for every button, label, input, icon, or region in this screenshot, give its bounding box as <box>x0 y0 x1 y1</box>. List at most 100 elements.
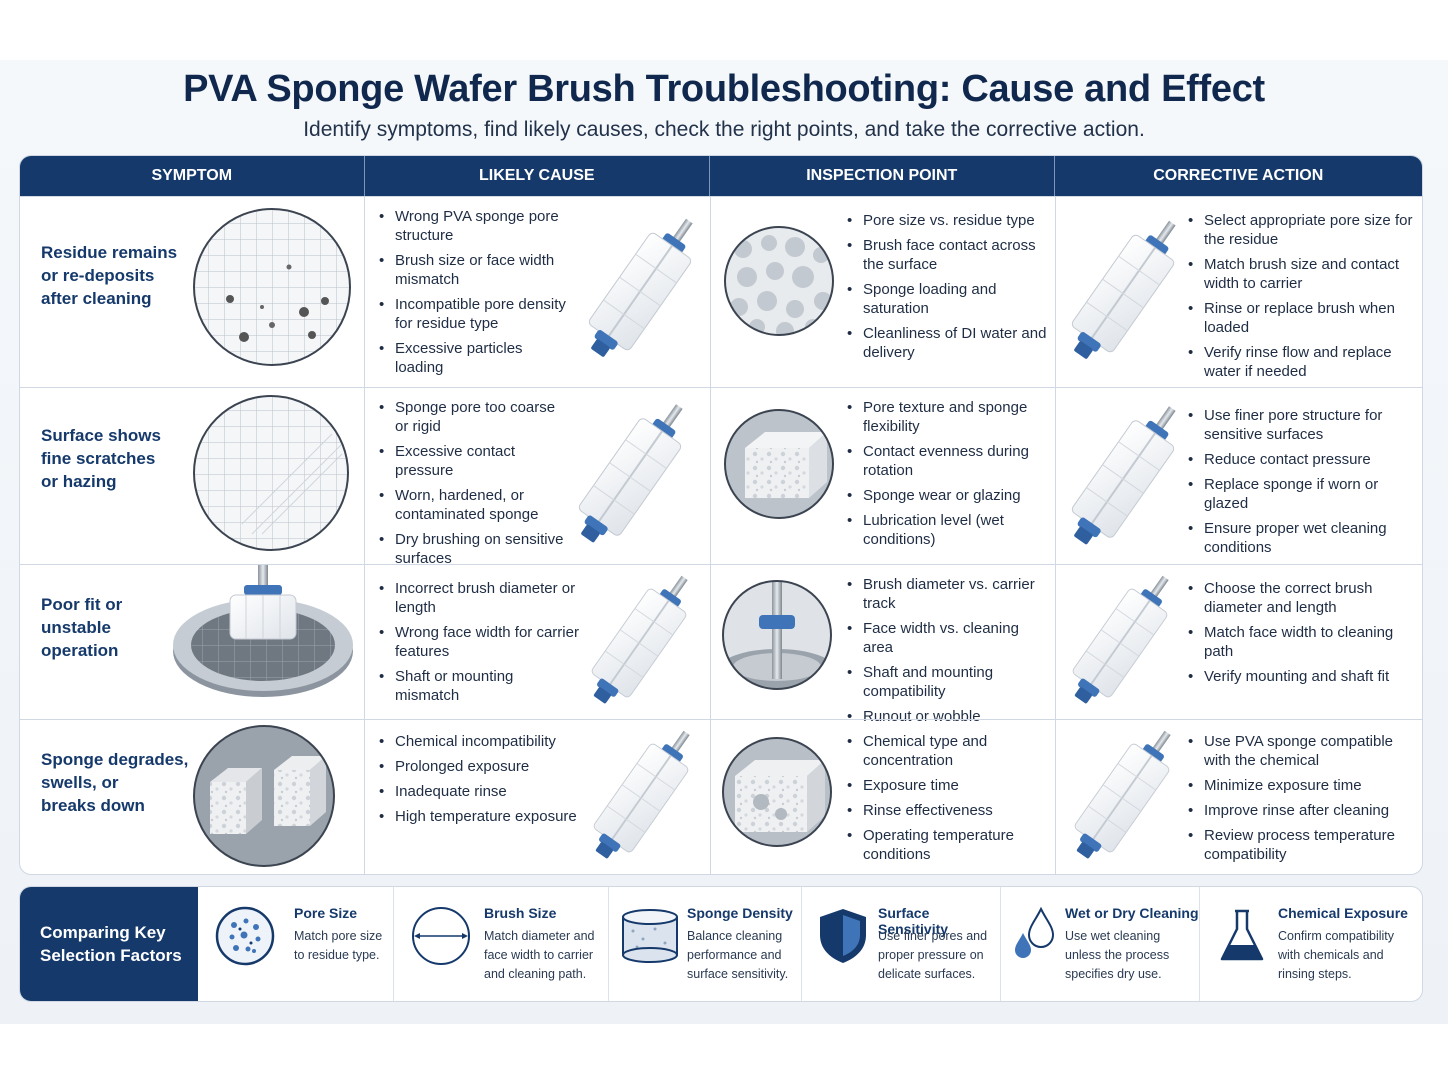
list-item: Brush face contact across the surface <box>847 236 1047 274</box>
list-item: Incorrect brush diameter or length <box>379 579 579 617</box>
header-corrective-action: CORRECTIVE ACTION <box>1153 167 1324 184</box>
inspection-list: Chemical type and concentration Exposure… <box>847 732 1047 870</box>
list-item: Rinse or replace brush when loaded <box>1188 299 1416 337</box>
header-symptom: SYMPTOM <box>20 156 365 196</box>
list-item: Chemical type and concentration <box>847 732 1047 770</box>
page-subtitle: Identify symptoms, find likely causes, c… <box>303 118 1145 141</box>
symptom-title: Residue remains or re-deposits after cle… <box>41 243 178 308</box>
brush-image <box>575 209 705 374</box>
inspection-list: Brush diameter vs. carrier track Face wi… <box>847 575 1047 732</box>
cause-list: Chemical incompatibility Prolonged expos… <box>379 732 579 832</box>
water-drops-icon <box>1015 906 1055 958</box>
factor-brush-size: Brush Size Match diameter and face width… <box>394 887 609 1001</box>
factor-title: Pore Size <box>294 905 358 921</box>
symptom-title: Poor fit or unstable operation <box>41 595 123 660</box>
list-item: Choose the correct brush diameter and le… <box>1188 579 1416 617</box>
symptom-title: Surface shows fine scratches or hazing <box>41 426 161 491</box>
list-item: Brush diameter vs. carrier track <box>847 575 1047 613</box>
inspection-list: Pore texture and sponge flexibility Cont… <box>847 398 1047 555</box>
list-item: Pore texture and sponge flexibility <box>847 398 1047 436</box>
factor-title: Brush Size <box>484 905 557 921</box>
table-row-fit: Poor fit or unstable operation Incorrect… <box>20 564 1422 726</box>
list-item: Ensure proper wet cleaning conditions <box>1188 519 1416 557</box>
table-header: SYMPTOM LIKELY CAUSE INSPECTION POINT CO… <box>20 156 1422 196</box>
brush-image <box>1058 569 1182 717</box>
pore-closeup-image <box>724 226 834 336</box>
action-cell: Choose the correct brush diameter and le… <box>1056 565 1422 719</box>
list-item: Chemical incompatibility <box>379 732 579 751</box>
factor-surface-sensitivity: Surface Sensitivity Use finer pores and … <box>802 887 1001 1001</box>
brush-image <box>579 724 703 872</box>
list-item: Lubrication level (wet conditions) <box>847 511 1047 549</box>
diameter-circle-icon <box>412 907 470 965</box>
cause-cell: Wrong PVA sponge pore structure Brush si… <box>365 197 711 387</box>
action-cell: Use finer pore structure for sensitive s… <box>1056 388 1422 564</box>
header-likely-cause: LIKELY CAUSE <box>365 156 711 196</box>
list-item: Excessive particles loading <box>379 339 569 377</box>
sponge-block-image <box>724 409 834 519</box>
list-item: Face width vs. cleaning area <box>847 619 1047 657</box>
cause-cell: Chemical incompatibility Prolonged expos… <box>365 720 711 874</box>
symptom-cell: Poor fit or unstable operation <box>20 565 365 719</box>
action-list: Use finer pore structure for sensitive s… <box>1188 406 1416 563</box>
factor-title: Chemical Exposure <box>1278 905 1408 921</box>
list-item: Shaft and mounting compatibility <box>847 663 1047 701</box>
list-item: Use finer pore structure for sensitive s… <box>1188 406 1416 444</box>
pore-dots-icon <box>215 906 275 966</box>
factor-pore-size: Pore Size Match pore size to residue typ… <box>198 887 394 1001</box>
list-item: Contact evenness during rotation <box>847 442 1047 480</box>
list-item: Brush size or face width mismatch <box>379 251 569 289</box>
factor-desc: Match pore size to residue type. <box>294 929 383 962</box>
list-item: Rinse effectiveness <box>847 801 1047 820</box>
factor-desc: Use finer pores and proper pressure on d… <box>878 929 988 981</box>
troubleshooting-table: SYMPTOM LIKELY CAUSE INSPECTION POINT CO… <box>19 155 1423 875</box>
symptom-cell: Sponge degrades, swells, or breaks down <box>20 720 365 874</box>
list-item: Runout or wobble <box>847 707 1047 726</box>
factor-title: Wet or Dry Cleaning <box>1065 905 1199 921</box>
list-item: Match face width to cleaning path <box>1188 623 1416 661</box>
inspection-cell: Pore texture and sponge flexibility Cont… <box>711 388 1056 564</box>
list-item: Operating temperature conditions <box>847 826 1047 864</box>
list-item: Worn, hardened, or contaminated sponge <box>379 486 569 524</box>
inspection-cell: Pore size vs. residue type Brush face co… <box>711 197 1056 387</box>
inspection-list: Pore size vs. residue type Brush face co… <box>847 211 1047 368</box>
wafer-scratch-image <box>193 395 349 551</box>
list-item: Verify rinse flow and replace water if n… <box>1188 343 1416 381</box>
action-list: Choose the correct brush diameter and le… <box>1188 579 1416 692</box>
damaged-foam-image <box>722 737 832 847</box>
factor-desc: Match diameter and face width to carrier… <box>484 929 595 981</box>
shield-icon <box>820 909 866 963</box>
degraded-sponge-image <box>193 725 335 867</box>
action-cell: Select appropriate pore size for the res… <box>1056 197 1422 387</box>
selection-factors-label: Comparing Key Selection Factors <box>20 887 198 1001</box>
wafer-residue-image <box>193 208 351 366</box>
cylinder-density-icon <box>622 909 678 963</box>
symptom-cell: Surface shows fine scratches or hazing <box>20 388 365 564</box>
header-inspection-point: INSPECTION POINT <box>710 156 1055 196</box>
list-item: Minimize exposure time <box>1188 776 1422 795</box>
list-item: Reduce contact pressure <box>1188 450 1416 469</box>
inspection-cell: Chemical type and concentration Exposure… <box>711 720 1056 874</box>
list-item: Inadequate rinse <box>379 782 579 801</box>
shaft-closeup-image <box>722 580 832 690</box>
page-title: PVA Sponge Wafer Brush Troubleshooting: … <box>183 68 1265 110</box>
list-item: Review process temperature compatibility <box>1188 826 1422 864</box>
brush-image <box>1060 724 1184 872</box>
inspection-cell: Brush diameter vs. carrier track Face wi… <box>711 565 1056 726</box>
cause-list: Wrong PVA sponge pore structure Brush si… <box>379 207 569 383</box>
factor-desc: Balance cleaning performance and surface… <box>687 929 789 981</box>
factor-desc: Confirm compatibility with chemicals and… <box>1278 929 1395 981</box>
factor-desc: Use wet cleaning unless the process spec… <box>1065 929 1170 981</box>
list-item: Incompatible pore density for residue ty… <box>379 295 569 333</box>
list-item: Improve rinse after cleaning <box>1188 801 1422 820</box>
table-row-degrade: Sponge degrades, swells, or breaks down … <box>20 719 1422 874</box>
list-item: High temperature exposure <box>379 807 579 826</box>
action-list: Use PVA sponge compatible with the chemi… <box>1188 732 1422 870</box>
list-item: Pore size vs. residue type <box>847 211 1047 230</box>
cause-list: Sponge pore too coarse or rigid Excessiv… <box>379 398 569 574</box>
table-row-residue: Residue remains or re-deposits after cle… <box>20 196 1422 387</box>
list-item: Wrong face width for carrier features <box>379 623 579 661</box>
factor-sponge-density: Sponge Density Balance cleaning performa… <box>609 887 802 1001</box>
cause-list: Incorrect brush diameter or length Wrong… <box>379 579 579 711</box>
list-item: Shaft or mounting mismatch <box>379 667 579 705</box>
